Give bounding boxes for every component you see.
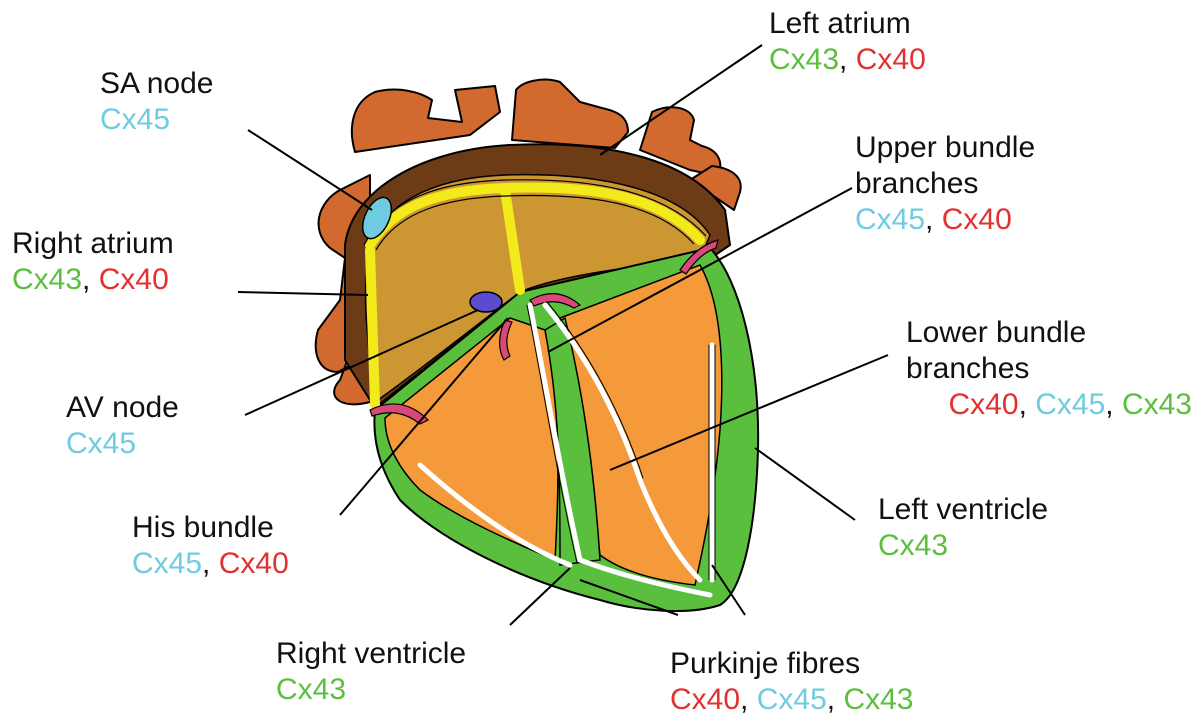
label-sa-node: SA node Cx45 <box>100 66 213 138</box>
label-right-atrium: Right atrium Cx43, Cx40 <box>12 226 174 298</box>
label-left-ventricle: Left ventricle Cx43 <box>878 492 1048 564</box>
label-lower-bundle-branches: Lower bundle branches Cx40, Cx45, Cx43 <box>880 315 1192 423</box>
label-upper-bundle-branches: Upper bundle branches Cx45, Cx40 <box>855 130 1035 238</box>
label-av-node: AV node Cx45 <box>66 390 179 462</box>
label-purkinje-fibres: Purkinje fibres Cx40, Cx45, Cx43 <box>670 646 913 718</box>
label-his-bundle: His bundle Cx45, Cx40 <box>132 510 289 582</box>
av-node-marker <box>470 292 502 312</box>
label-left-atrium: Left atrium Cx43, Cx40 <box>769 6 926 78</box>
label-right-ventricle: Right ventricle Cx43 <box>276 636 466 708</box>
